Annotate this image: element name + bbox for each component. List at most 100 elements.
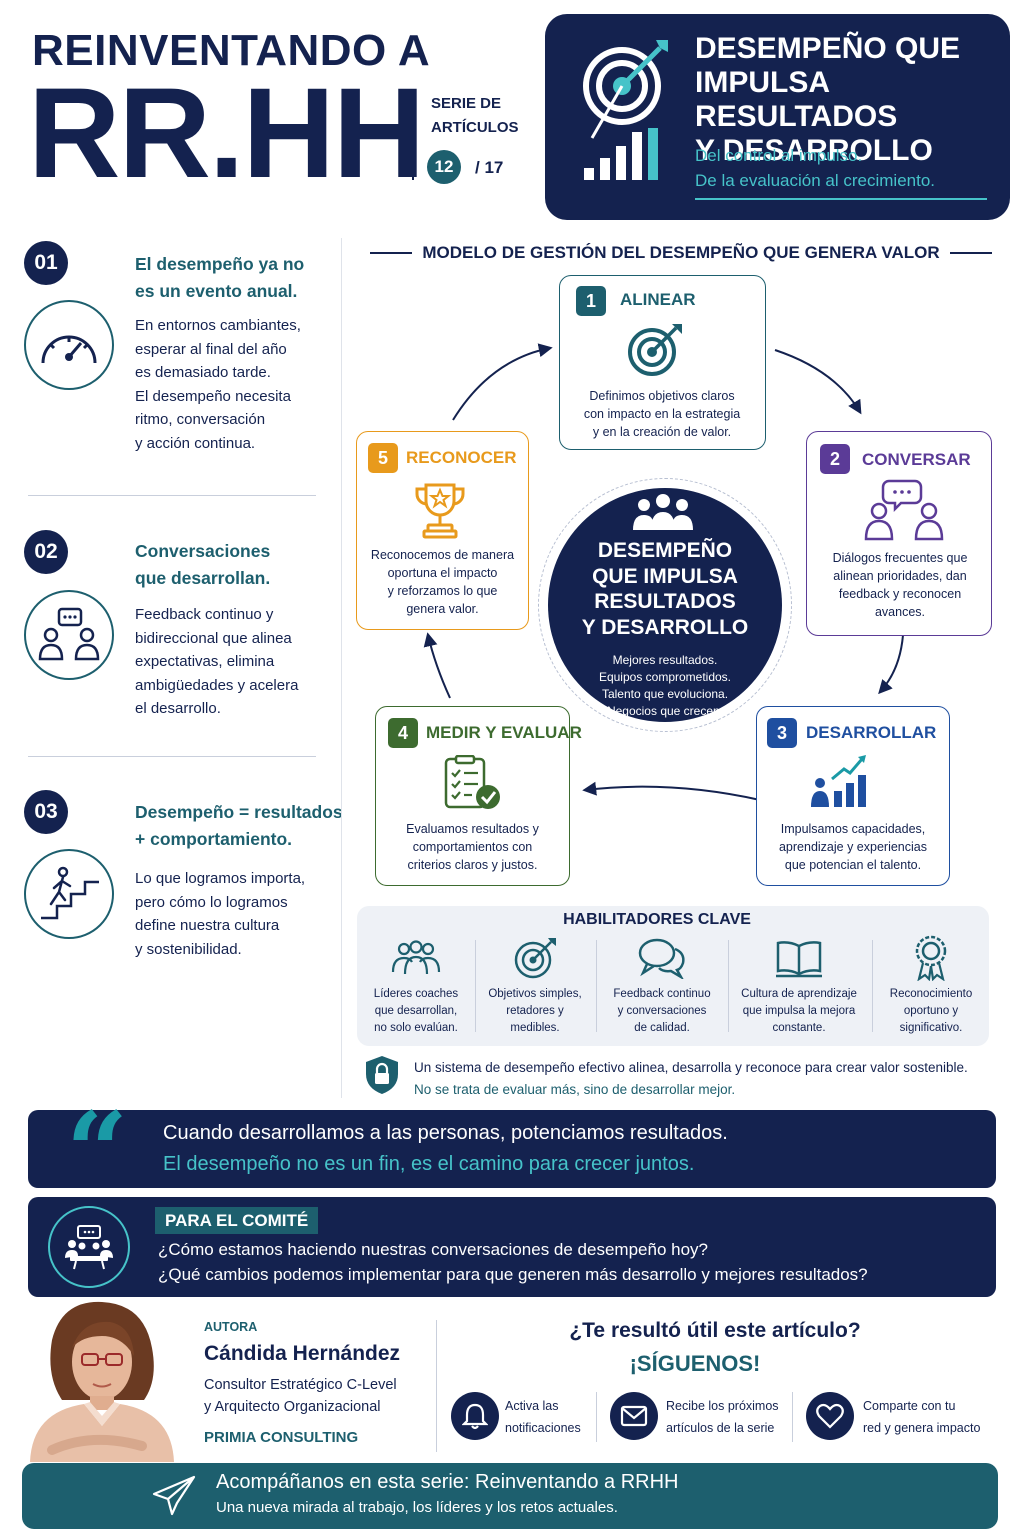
step-number: 4: [388, 718, 418, 748]
enabler-separator: [728, 940, 729, 1032]
enabler-separator: [872, 940, 873, 1032]
follow-notifications-text: Activa las notificaciones: [505, 1399, 581, 1435]
target-icon: [477, 936, 593, 980]
growth-chart-icon: [808, 755, 868, 814]
center-title: DESEMPEÑO QUE IMPULSA RESULTADOS Y DESAR…: [581, 539, 749, 639]
author-divider: [436, 1320, 437, 1452]
follow-question: ¿Te resultó útil este artículo?: [569, 1319, 861, 1342]
step-label-medir: MEDIR Y EVALUAR: [426, 723, 582, 742]
mail-icon[interactable]: [610, 1392, 658, 1440]
step-number: 5: [368, 443, 398, 473]
shield-lock-icon: [364, 1054, 400, 1101]
enablers-panel: [357, 906, 989, 1046]
point-divider: [28, 756, 316, 757]
footer-subtitle: Una nueva mirada al trabajo, los líderes…: [216, 1499, 618, 1516]
column-separator: [341, 238, 342, 1098]
author-photo: [22, 1300, 182, 1462]
enabler-separator: [596, 940, 597, 1032]
step-desc-medir: Evaluamos resultados y comportamientos c…: [406, 822, 539, 872]
enablers-note: Un sistema de desempeño efectivo alinea,…: [414, 1060, 968, 1075]
committee-question: ¿Qué cambios podemos implementar para qu…: [158, 1265, 868, 1284]
bell-icon[interactable]: [451, 1392, 499, 1440]
trophy-icon: [410, 481, 470, 546]
header-title: RR.HH.: [28, 62, 459, 205]
paper-plane-icon: [150, 1474, 198, 1523]
hero-subtitle: Del control al impulso. De la evaluación…: [695, 146, 936, 190]
step-number: 2: [820, 444, 850, 474]
step-desc-alinear: Definimos objetivos claros con impacto e…: [583, 389, 741, 439]
enabler-text: Objetivos simples, retadores y medibles.: [488, 988, 582, 1034]
hero-underline: [695, 198, 987, 200]
enablers-title: HABILITADORES CLAVE: [563, 911, 751, 928]
enabler-item: Cultura de aprendizaje que impulsa la me…: [730, 936, 868, 1042]
stairs-climber-icon: [24, 849, 114, 939]
enabler-text: Reconocimiento oportuno y significativo.: [889, 988, 973, 1034]
enabler-item: Reconocimiento oportuno y significativo.: [874, 935, 988, 1042]
team-icon: [628, 492, 698, 537]
enablers-note-highlight: No se trata de evaluar más, sino de desa…: [414, 1082, 736, 1097]
center-subtitle: Mejores resultados. Equipos comprometido…: [598, 653, 732, 718]
book-icon: [730, 936, 868, 980]
enabler-item: Feedback continuo y conversaciones de ca…: [598, 936, 726, 1042]
series-total: / 17: [475, 158, 504, 177]
step-label-desarrollar: DESARROLLAR: [806, 723, 937, 742]
point-number-02: 02: [24, 530, 68, 574]
follow-cta: ¡SÍGUENOS!: [629, 1351, 761, 1376]
footer-title: Acompáñanos en esta serie: Reinventando …: [216, 1471, 679, 1493]
point-body-03: Lo que logramos importa, pero cómo lo lo…: [135, 870, 306, 958]
point-title-02: Conversaciones que desarrollan.: [135, 541, 271, 588]
follow-share-text: Comparte con tu red y genera impacto: [863, 1399, 981, 1435]
center-ring: [538, 478, 792, 732]
quote-line: Cuando desarrollamos a las personas, pot…: [163, 1122, 728, 1144]
follow-separator: [792, 1392, 793, 1442]
follow-separator: [596, 1392, 597, 1442]
enabler-item: Objetivos simples, retadores y medibles.: [477, 936, 593, 1042]
enabler-text: Líderes coaches que desarrollan, no solo…: [373, 988, 459, 1034]
cycle-arrows: [423, 343, 904, 801]
committee-tag: PARA EL COMITÉ: [155, 1207, 319, 1234]
quote-panel: [28, 1110, 996, 1188]
step-desc-reconocer: Reconocemos de manera oportuna el impact…: [370, 548, 515, 616]
model-title: MODELO DE GESTIÓN DEL DESEMPEÑO QUE GENE…: [370, 240, 993, 266]
award-ribbon-icon: [874, 935, 988, 981]
dialogue-icon: [861, 477, 947, 546]
author-description: Consultor Estratégico C-Level y Arquitec…: [204, 1377, 397, 1415]
quote-mark-icon: “: [66, 1089, 129, 1215]
author-role: AUTORA: [204, 1320, 258, 1334]
step-label-reconocer: RECONOCER: [406, 448, 517, 467]
author-name: Cándida Hernández: [204, 1342, 401, 1365]
target-growth-icon: [580, 38, 680, 188]
step-label-conversar: CONVERSAR: [862, 450, 971, 469]
enabler-text: Cultura de aprendizaje que impulsa la me…: [741, 988, 857, 1034]
author-company: PRIMIA CONSULTING: [204, 1429, 359, 1446]
series-label: SERIE DE ARTÍCULOS: [431, 95, 519, 136]
footer-banner: [22, 1463, 998, 1529]
point-number-03: 03: [24, 790, 68, 834]
point-title-01: El desempeño ya no es un evento anual.: [135, 254, 305, 301]
series-current-badge: 12: [427, 150, 461, 184]
step-number: 1: [576, 286, 606, 316]
team-icon: [359, 936, 473, 980]
target-icon: [624, 322, 684, 383]
step-desc-desarrollar: Impulsamos capacidades, aprendizaje y ex…: [778, 822, 927, 872]
speedometer-icon: [24, 300, 114, 390]
conversation-icon: [24, 590, 114, 680]
header-divider: [412, 92, 414, 180]
point-number-01: 01: [24, 241, 68, 285]
committee-question: ¿Cómo estamos haciendo nuestras conversa…: [158, 1240, 708, 1259]
meeting-table-icon: [48, 1206, 130, 1288]
point-body-02: Feedback continuo y bidireccional que al…: [135, 606, 299, 717]
quote-line-highlight: El desempeño no es un fin, es el camino …: [163, 1153, 695, 1175]
enabler-item: Líderes coaches que desarrollan, no solo…: [359, 936, 473, 1042]
step-number: 3: [767, 718, 797, 748]
point-body-01: En entornos cambiantes, esperar al final…: [135, 317, 301, 452]
step-desc-conversar: Diálogos frecuentes que alinean priorida…: [832, 551, 968, 619]
point-divider: [28, 495, 316, 496]
hero-title: DESEMPEÑO QUE IMPULSA RESULTADOS Y DESAR…: [695, 32, 961, 167]
header-pretitle: REINVENTANDO A: [32, 26, 431, 75]
heart-icon[interactable]: [806, 1392, 854, 1440]
enabler-separator: [475, 940, 476, 1032]
point-title-03: Desempeño = resultados + comportamiento.: [135, 802, 343, 849]
enabler-text: Feedback continuo y conversaciones de ca…: [613, 988, 711, 1034]
checklist-icon: [442, 754, 502, 816]
